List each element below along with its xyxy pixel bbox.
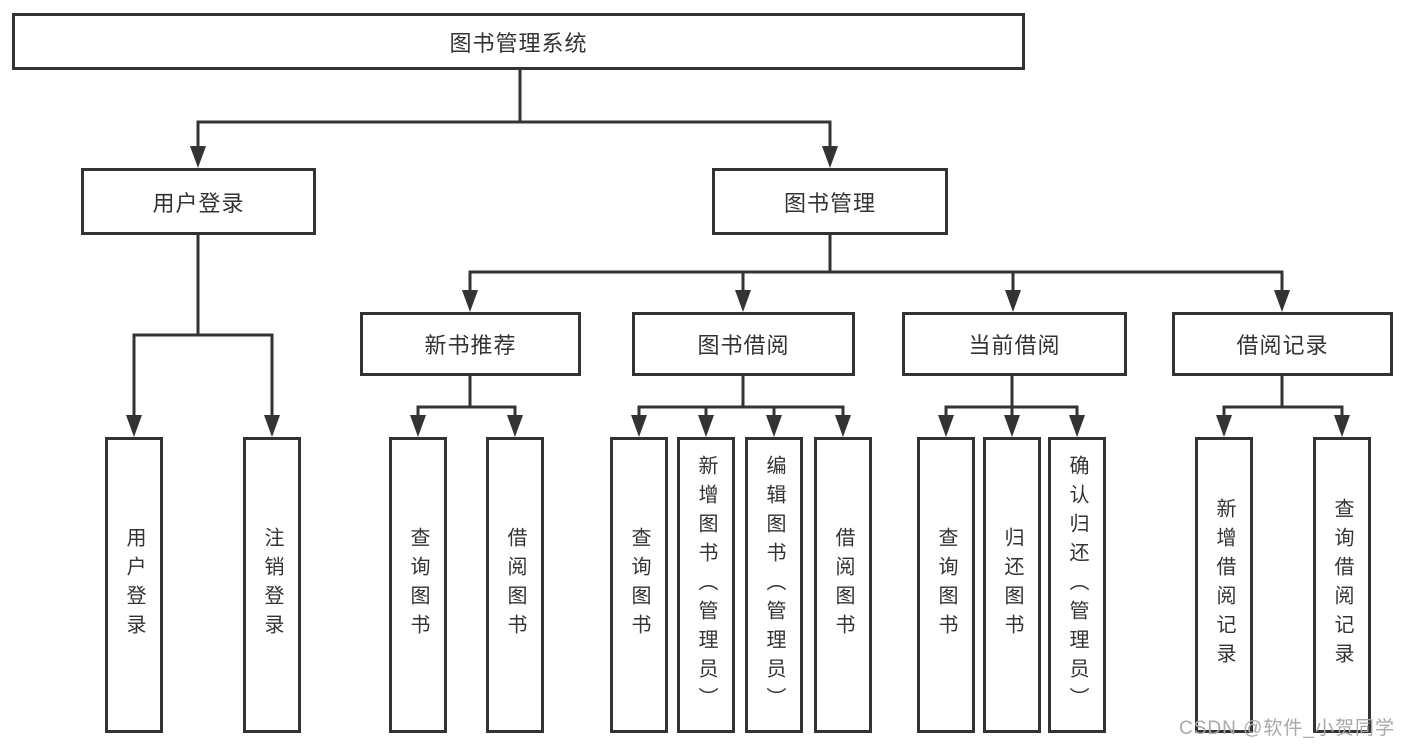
connector-level3-rail <box>468 270 1284 292</box>
leaf-label: 查询借阅记录 <box>1331 498 1353 672</box>
arrowheads <box>126 146 1350 437</box>
node-library-management-system: 图书管理系统 <box>12 13 1025 70</box>
node-user-login-branch: 用户登录 <box>81 168 316 235</box>
connector-userlogin-rail <box>132 333 274 417</box>
leaf-add-borrow-record: 新增借阅记录 <box>1195 437 1253 733</box>
leaf-label: 借阅图书 <box>504 527 526 643</box>
leaf-label: 新增借阅记录 <box>1213 498 1235 672</box>
leaf-add-books-admin: 新增图书（管理员） <box>677 437 735 733</box>
node-label: 用户登录 <box>152 190 245 216</box>
leaf-query-books-1: 查询图书 <box>389 437 447 733</box>
leaf-query-borrow-record: 查询借阅记录 <box>1313 437 1371 733</box>
node-book-management-branch: 图书管理 <box>712 168 948 235</box>
leaf-label: 查询图书 <box>407 527 429 643</box>
connector-level2-rail <box>196 120 832 150</box>
node-label: 图书借阅 <box>697 333 790 358</box>
leaf-label: 用户登录 <box>123 527 145 643</box>
leaf-label: 确认归还（管理员） <box>1066 454 1088 716</box>
leaf-borrow-books-1: 借阅图书 <box>486 437 544 733</box>
connector-records-rail <box>1222 405 1344 417</box>
node-current-borrow: 当前借阅 <box>902 312 1127 376</box>
node-book-borrow: 图书借阅 <box>632 312 855 376</box>
leaf-label: 查询图书 <box>935 527 957 643</box>
leaf-user-login: 用户登录 <box>105 437 163 733</box>
node-borrow-records: 借阅记录 <box>1172 312 1393 376</box>
leaf-query-books-2: 查询图书 <box>610 437 668 733</box>
node-label: 图书管理 <box>783 190 876 216</box>
leaf-borrow-books-2: 借阅图书 <box>814 437 872 733</box>
leaf-confirm-return-admin: 确认归还（管理员） <box>1048 437 1106 733</box>
leaf-return-books: 归还图书 <box>983 437 1041 733</box>
node-label: 图书管理系统 <box>449 30 588 56</box>
connector-currentborrow-rail <box>944 405 1079 417</box>
csdn-watermark: CSDN @软件_小贺同学 <box>1179 718 1395 739</box>
node-new-book-recommend: 新书推荐 <box>360 312 581 376</box>
node-label: 新书推荐 <box>424 333 517 358</box>
node-label: 当前借阅 <box>968 333 1061 358</box>
leaf-label: 借阅图书 <box>832 527 854 643</box>
node-label: 借阅记录 <box>1236 333 1329 358</box>
leaf-label: 新增图书（管理员） <box>695 454 717 716</box>
leaf-edit-books-admin: 编辑图书（管理员） <box>745 437 803 733</box>
leaf-query-books-3: 查询图书 <box>917 437 975 733</box>
leaf-logout: 注销登录 <box>243 437 301 733</box>
leaf-label: 注销登录 <box>261 527 283 643</box>
leaf-label: 编辑图书（管理员） <box>763 454 785 716</box>
leaf-label: 查询图书 <box>628 527 650 643</box>
connector-newbook-rail <box>416 405 517 417</box>
connector-bookborrow-rail <box>637 405 845 417</box>
leaf-label: 归还图书 <box>1001 527 1023 643</box>
